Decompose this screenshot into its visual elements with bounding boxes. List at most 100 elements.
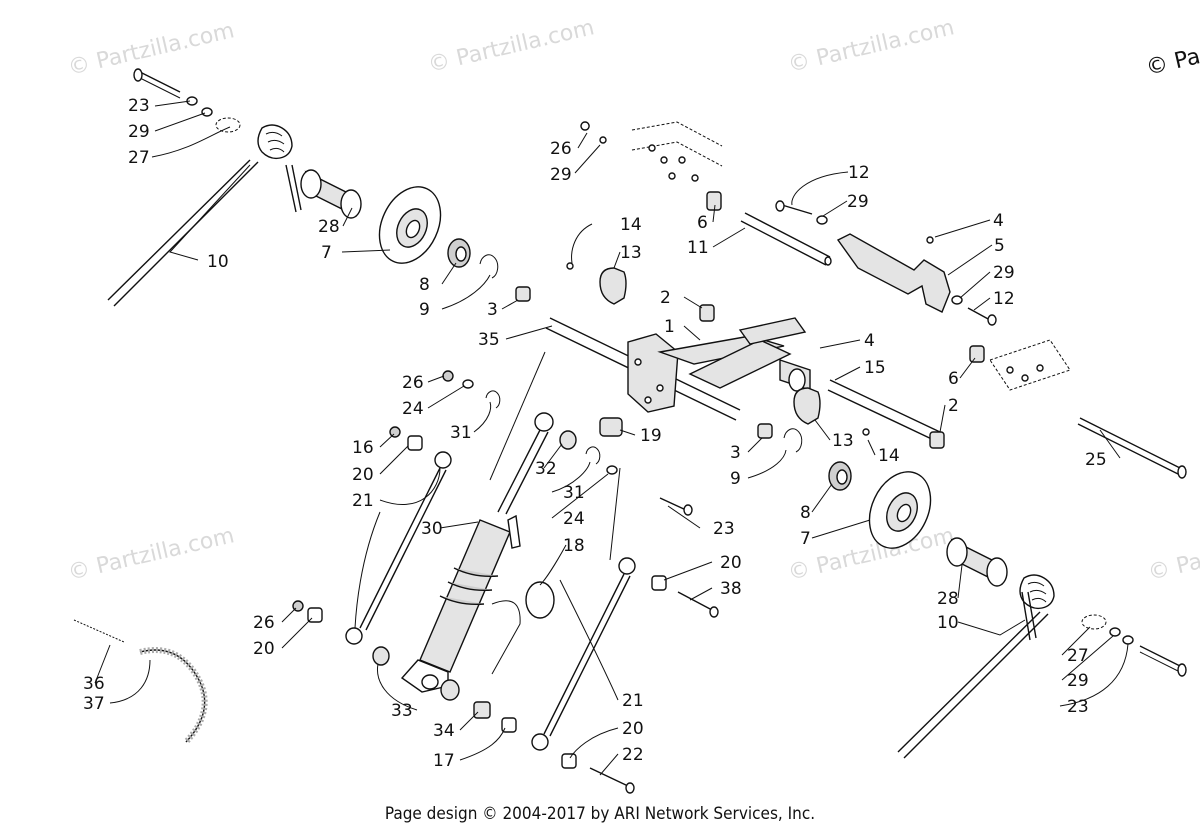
callout-3: 3 (487, 300, 498, 320)
link-rod-21-left (345, 451, 452, 666)
callout-30: 30 (421, 519, 443, 539)
callout-layer: 23 29 27 10 28 7 8 9 3 35 26 29 14 13 6 … (83, 96, 1107, 771)
callout-24: 24 (402, 399, 424, 419)
callout-9: 9 (730, 469, 741, 489)
callout-3: 3 (730, 443, 741, 463)
callout-26: 26 (550, 139, 572, 159)
callout-38: 38 (720, 579, 742, 599)
bushing-3-left (515, 286, 531, 302)
bolt-23-lower-right (1081, 614, 1187, 677)
callout-29: 29 (1067, 671, 1089, 691)
callout-26: 26 (402, 373, 424, 393)
callout-23: 23 (1067, 697, 1089, 717)
callout-8: 8 (419, 275, 430, 295)
link-rod-21-right (531, 557, 719, 794)
callout-6: 6 (948, 369, 959, 389)
idler-wheel-left (378, 186, 442, 264)
callout-18: 18 (563, 536, 585, 556)
snap-ring-9-lower (783, 428, 803, 453)
callout-20: 20 (253, 639, 275, 659)
watermark: © Partzilla.com (1146, 523, 1200, 586)
callout-29: 29 (993, 263, 1015, 283)
callout-20: 20 (352, 465, 374, 485)
bumper-13-upper (566, 262, 627, 305)
callout-10: 10 (207, 252, 229, 272)
callout-13: 13 (832, 431, 854, 451)
idler-wheel-right (828, 461, 932, 549)
callout-2: 2 (660, 288, 671, 308)
watermark: © Partzilla.com (786, 15, 957, 78)
cable-36-hose-37 (73, 619, 208, 745)
shock-hardware (389, 370, 693, 516)
shock-absorber-30 (400, 412, 554, 693)
page-footer: Page design © 2004-2017 by ARI Network S… (384, 804, 816, 824)
callout-28: 28 (937, 589, 959, 609)
callout-32: 32 (535, 459, 557, 479)
bushing-3-lower (757, 423, 773, 439)
callout-21: 21 (352, 491, 374, 511)
part-drawings (73, 68, 1187, 794)
watermark: © Partzilla.com (66, 18, 237, 81)
callout-37: 37 (83, 694, 105, 714)
watermark-layer: © Partzilla.com © Partzilla.com © Partzi… (66, 15, 1200, 586)
callout-22: 22 (622, 745, 644, 765)
callout-23: 23 (128, 96, 150, 116)
callout-23: 23 (713, 519, 735, 539)
callout-1: 1 (664, 317, 675, 337)
leader-lines (94, 100, 1129, 776)
callout-9: 9 (419, 300, 430, 320)
torsion-spring-right (897, 574, 1055, 759)
callout-31: 31 (450, 423, 472, 443)
callout-29: 29 (128, 122, 150, 142)
callout-6: 6 (697, 213, 708, 233)
callout-31: 31 (563, 483, 585, 503)
callout-28: 28 (318, 217, 340, 237)
callout-12: 12 (993, 289, 1015, 309)
callout-4: 4 (993, 211, 1004, 231)
spacer-19 (599, 417, 623, 437)
callout-12: 12 (848, 163, 870, 183)
callout-5: 5 (994, 236, 1005, 256)
watermark: © Partzilla.com (426, 15, 597, 78)
lower-hardware (292, 600, 517, 733)
callout-13: 13 (620, 243, 642, 263)
callout-17: 17 (433, 751, 455, 771)
shaft-11 (706, 191, 832, 266)
callout-15: 15 (864, 358, 886, 378)
callout-19: 19 (640, 426, 662, 446)
callout-36: 36 (83, 674, 105, 694)
callout-29: 29 (847, 192, 869, 212)
bumper-13-lower (793, 387, 870, 436)
callout-20: 20 (622, 719, 644, 739)
callout-24: 24 (563, 509, 585, 529)
watermark: © Partzilla.com (66, 523, 237, 586)
corner-copyright: © Pa (1144, 44, 1200, 81)
callout-7: 7 (321, 243, 332, 263)
callout-25: 25 (1085, 450, 1107, 470)
callout-8: 8 (800, 503, 811, 523)
callout-35: 35 (478, 330, 500, 350)
callout-27: 27 (128, 148, 150, 168)
callout-33: 33 (391, 701, 413, 721)
callout-11: 11 (687, 238, 709, 258)
bracket-5 (775, 200, 997, 326)
callout-29: 29 (550, 165, 572, 185)
bolt-23-upper-left (133, 68, 241, 133)
spacer-28-right (946, 537, 1008, 587)
callout-34: 34 (433, 721, 455, 741)
callout-20: 20 (720, 553, 742, 573)
spacer-28-left (300, 169, 362, 219)
callout-14: 14 (620, 215, 642, 235)
callout-10: 10 (937, 613, 959, 633)
bushing-2-upper (699, 304, 715, 322)
o-ring-18 (525, 581, 555, 619)
callout-2: 2 (948, 396, 959, 416)
callout-14: 14 (878, 446, 900, 466)
callout-26: 26 (253, 613, 275, 633)
bushing-6-right (969, 345, 985, 363)
callout-21: 21 (622, 691, 644, 711)
rail-upper (580, 121, 723, 182)
callout-4: 4 (864, 331, 875, 351)
callout-27: 27 (1067, 646, 1089, 666)
